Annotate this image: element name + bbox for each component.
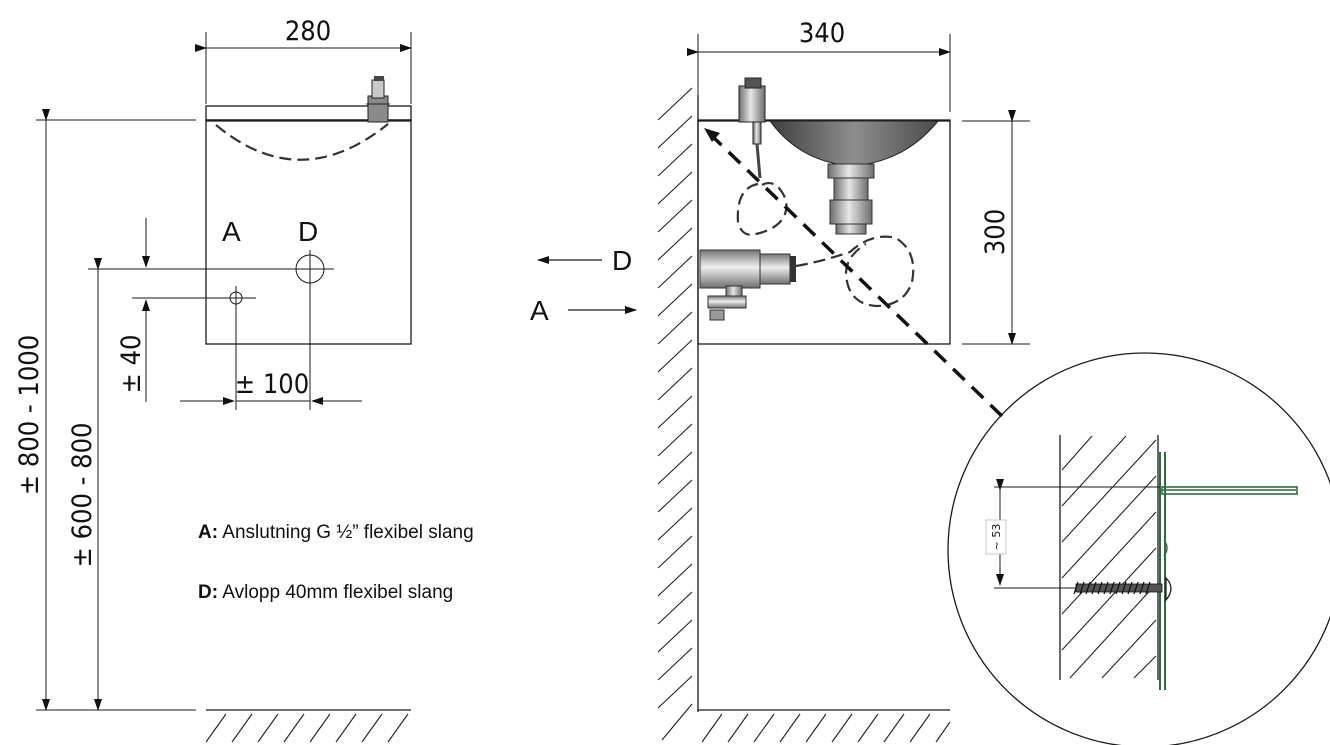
side-height-dim: 300 — [980, 209, 1011, 255]
front-vertical-offset-dim: ± 40 — [116, 335, 147, 394]
side-drain-icon — [827, 163, 875, 235]
legend-text-a: Anslutning G ½” flexibel slang — [218, 522, 474, 543]
front-faucet-icon — [366, 76, 390, 123]
side-arrow-label-d: D — [612, 245, 632, 276]
detail-screw-icon — [1073, 576, 1172, 602]
front-connection-height-dim: ± 600 - 800 — [67, 423, 98, 568]
side-width-dim: 340 — [799, 18, 845, 49]
side-wall-valve-icon — [699, 249, 796, 321]
side-view: 340 300 D A — [530, 18, 1030, 743]
detail-screw-depth-dim: ~ 53 — [990, 524, 1003, 551]
legend-key-d: D: — [198, 582, 219, 603]
front-label-a: A — [222, 216, 241, 247]
front-width-dim: 280 — [285, 16, 331, 47]
side-basin-bowl — [769, 120, 940, 167]
side-floor-hatch — [701, 713, 951, 743]
legend-item-d: D: Avlopp 40mm flexibel slang — [198, 582, 453, 604]
front-label-d: D — [298, 216, 318, 247]
side-cabinet — [697, 119, 951, 345]
legend-item-a: A: Anslutning G ½” flexibel slang — [198, 522, 474, 544]
side-faucet-icon — [738, 77, 766, 179]
legend-key-a: A: — [198, 522, 219, 543]
front-view: 280 ± 800 - 1000 ± 600 - 800 ± 40 A — [14, 16, 412, 743]
front-horizontal-offset-dim: ± 100 — [235, 369, 309, 400]
front-basin-rim — [205, 105, 412, 121]
front-total-height-dim: ± 800 - 1000 — [14, 335, 45, 495]
detail-leader — [708, 132, 1006, 420]
detail-view: ~ 53 — [947, 352, 1330, 745]
side-wall-hatch — [657, 87, 693, 741]
side-arrow-label-a: A — [530, 295, 549, 326]
front-floor-hatch — [205, 713, 409, 743]
front-hidden-bowl — [215, 123, 389, 161]
side-drain-hose — [795, 235, 915, 308]
detail-circle — [947, 352, 1330, 745]
detail-wall-hatch — [1061, 435, 1157, 679]
side-supply-hose — [736, 182, 788, 236]
legend-text-d: Avlopp 40mm flexibel slang — [218, 582, 454, 603]
